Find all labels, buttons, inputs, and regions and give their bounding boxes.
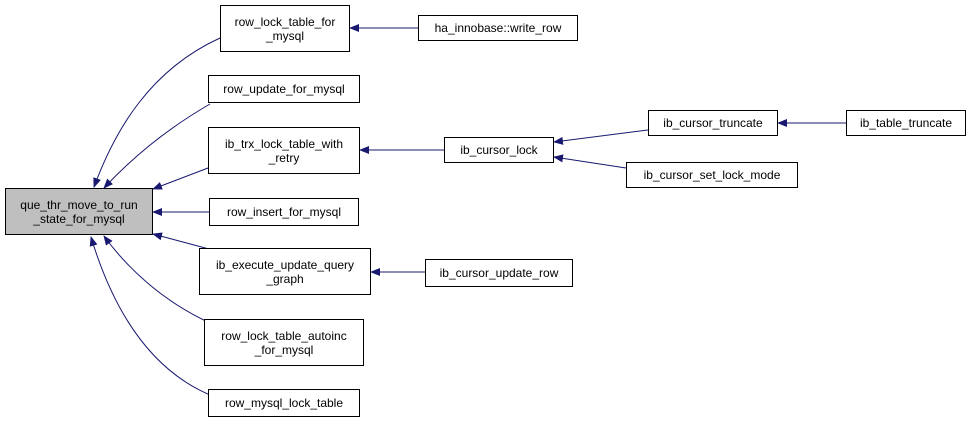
edge-ib-execute-update-query-graph-to-root [152,232,210,250]
edge-row-lock-table-for-mysql-to-root [93,37,221,188]
edge-ib-trx-lock-table-to-root [152,167,209,190]
node-label-line1: ib_execute_update_query [215,257,355,272]
node-label-line1: ib_cursor_lock [460,143,538,157]
node-label-line1: ha_innobase::write_row [434,21,562,35]
node-label-line1: row_mysql_lock_table [224,396,344,410]
node-ib-trx-lock-table-with-retry[interactable]: ib_trx_lock_table_with _retry [208,127,360,174]
edge-row-update-for-mysql-to-root [103,103,211,189]
node-label-line2: _mysql [265,28,304,43]
node-row-insert-for-mysql[interactable]: row_insert_for_mysql [209,198,359,226]
node-label-line1: row_lock_table_for [234,14,336,29]
node-ib-cursor-update-row[interactable]: ib_cursor_update_row [425,259,573,287]
edge-ib-cursor-truncate-to-ib-cursor-lock [553,129,649,145]
node-label-line1: row_insert_for_mysql [226,205,342,219]
node-row-update-for-mysql[interactable]: row_update_for_mysql [208,75,360,103]
node-label-line2: _retry [268,150,300,165]
node-row-mysql-lock-table[interactable]: row_mysql_lock_table [208,389,360,417]
node-label-line2: _state_for_mysql [33,211,125,226]
node-ib-cursor-lock[interactable]: ib_cursor_lock [444,137,554,163]
node-label-line2: _graph [266,271,304,286]
edge-ib-cursor-set-lock-mode-to-ib-cursor-lock [553,154,627,169]
edge-row-mysql-lock-table-to-root [89,236,216,398]
node-label-line1: row_update_for_mysql [223,82,345,96]
node-label-line1: que_thr_move_to_run [20,197,138,212]
node-label-line1: ib_cursor_set_lock_mode [643,168,781,182]
node-label-line1: ib_trx_lock_table_with [224,136,344,151]
node-ib-execute-update-query-graph[interactable]: ib_execute_update_query _graph [199,248,371,295]
node-label-line1: ib_cursor_update_row [439,266,559,280]
node-ha-innobase-write-row[interactable]: ha_innobase::write_row [418,15,578,41]
node-row-lock-table-autoinc-for-mysql[interactable]: row_lock_table_autoinc _for_mysql [204,319,364,366]
node-label-line2: _for_mysql [254,342,314,357]
node-ib-cursor-truncate[interactable]: ib_cursor_truncate [648,110,778,136]
node-label-line1: row_lock_table_autoinc [221,328,347,343]
node-row-lock-table-for-mysql[interactable]: row_lock_table_for _mysql [220,5,350,52]
node-que-thr-move-to-run-state-for-mysql[interactable]: que_thr_move_to_run _state_for_mysql [5,188,153,235]
node-label-line1: ib_table_truncate [859,116,953,130]
edge-row-lock-table-autoinc-to-root [103,235,211,324]
node-ib-table-truncate[interactable]: ib_table_truncate [846,110,966,136]
node-label-line1: ib_cursor_truncate [663,116,763,130]
node-ib-cursor-set-lock-mode[interactable]: ib_cursor_set_lock_mode [626,162,798,188]
